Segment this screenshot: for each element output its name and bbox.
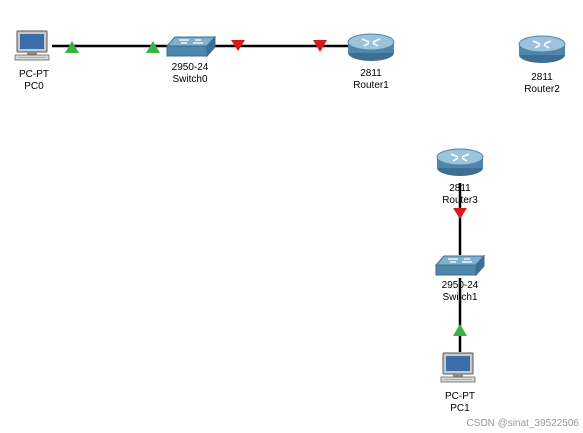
watermark-text: CSDN @sinat_39522506 [466,418,579,429]
device-name: PC1 [450,403,470,414]
link-down-indicator [453,208,467,219]
device-name: PC0 [24,81,44,92]
device-model: PC-PT [19,69,49,80]
device-model: 2811 [531,72,553,83]
switch-icon[interactable] [165,35,217,58]
device-model: 2811 [449,183,471,194]
router2-label: 2811 Router2 [512,72,572,96]
device-name: Switch0 [172,74,208,85]
router1-label: 2811 Router1 [341,68,401,92]
device-model: 2950-24 [171,62,209,73]
switch1-label: 2950-24 Switch1 [430,280,490,304]
device-model: PC-PT [445,391,475,402]
link-down-indicator [231,40,245,51]
link-up-indicator [146,41,160,53]
switch0-label: 2950-24 Switch0 [160,62,220,86]
device-name: Router3 [442,195,478,206]
device-name: Router2 [524,84,560,95]
device-model: 2811 [360,68,382,79]
device-model: 2950-24 [441,280,479,291]
link-up-indicator [65,41,79,53]
device-name: Router1 [353,80,389,91]
router-icon[interactable] [347,33,395,61]
router-icon[interactable] [436,148,484,176]
switch-icon[interactable] [434,254,486,277]
router3-label: 2811 Router3 [430,183,490,207]
pc1-label: PC-PT PC1 [438,391,482,415]
pc-icon[interactable] [440,352,476,383]
link-down-indicator [313,40,327,52]
pc-icon[interactable] [14,30,50,61]
device-name: Switch1 [442,292,478,303]
link-up-indicator [453,324,467,336]
router-icon[interactable] [518,35,566,63]
pc0-label: PC-PT PC0 [14,69,54,93]
